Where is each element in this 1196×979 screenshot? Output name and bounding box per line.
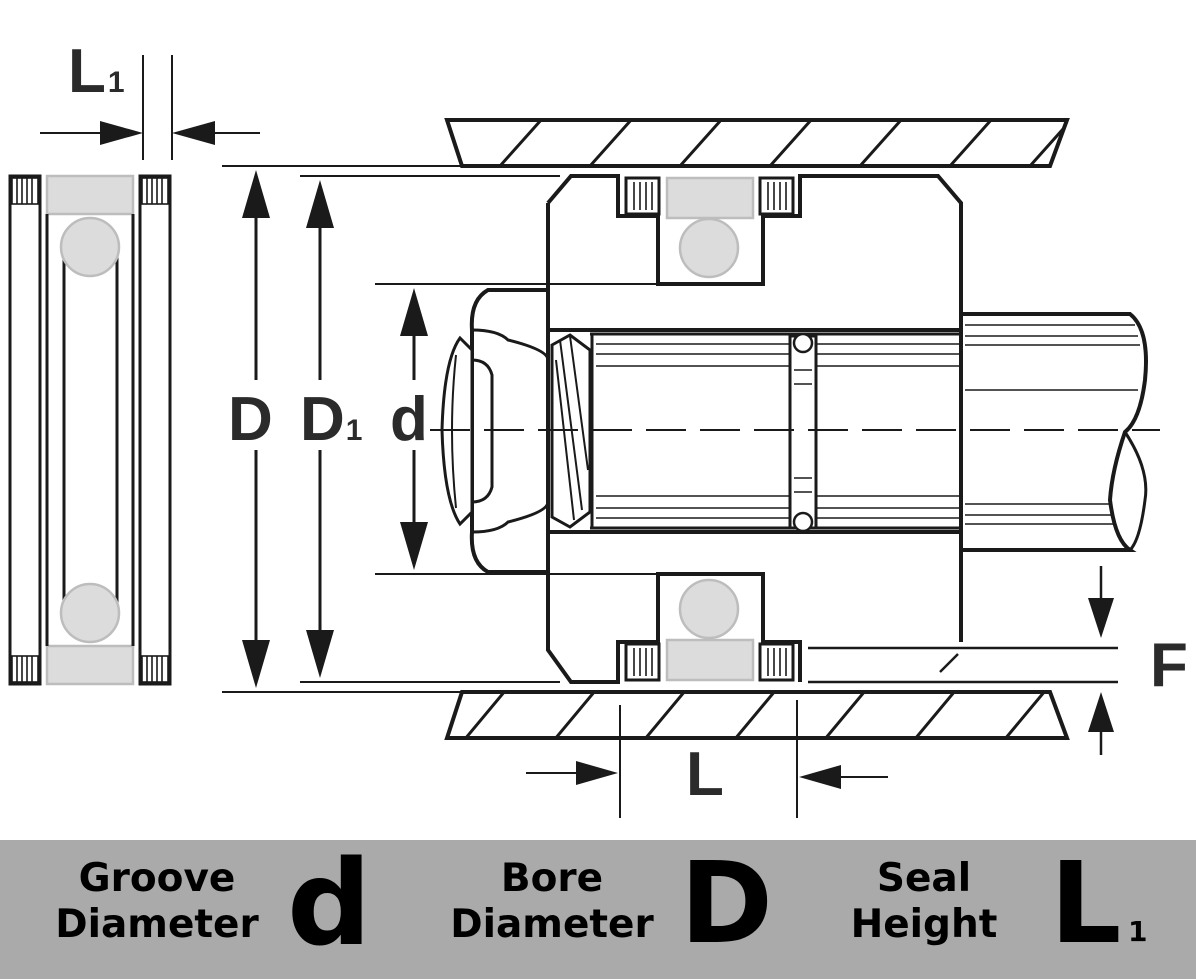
label-D: D: [228, 385, 273, 454]
label-d: d: [390, 385, 428, 454]
dimension-D: [242, 170, 270, 688]
piston-seals: [624, 176, 795, 682]
seal-bottom-lip: [45, 644, 135, 686]
label-L: L: [686, 740, 724, 809]
legend-seal-line1: Seal: [876, 856, 972, 901]
dimension-L1: [40, 55, 260, 160]
legend-bore-line2: Diameter: [450, 902, 654, 947]
legend-bore-line1: Bore: [500, 856, 604, 901]
dimension-d: [400, 288, 428, 570]
washer-caps: [11, 177, 169, 683]
label-F: F: [1150, 631, 1188, 700]
legend-seal-symbol-sub: 1: [1128, 915, 1148, 948]
legend-seal-words: Seal Height: [826, 856, 1022, 948]
legend-seal-symbol: L: [1050, 839, 1122, 969]
seal-diagram: L1: [8, 37, 1188, 818]
dimension-L: [526, 700, 888, 818]
left-washer: [8, 174, 42, 686]
seal-oring-bottom: [59, 582, 121, 644]
bore-wall-bottom: [444, 690, 1070, 740]
seal-oring-top: [59, 216, 121, 278]
seal-top-lip: [45, 174, 135, 216]
piston: [546, 174, 963, 684]
dimension-D1: [306, 180, 334, 678]
seal-side-view: [8, 174, 172, 686]
dimension-F: [808, 566, 1118, 755]
label-D1: D1: [300, 385, 362, 454]
threaded-section: [550, 332, 961, 533]
legend-groove-symbol: d: [287, 834, 372, 972]
piston-rod: [959, 312, 1148, 552]
bore-wall-top: [444, 118, 1070, 168]
legend-groove-words: Groove Diameter: [34, 856, 280, 948]
legend-seal-line2: Height: [850, 902, 998, 947]
legend-bore-words: Bore Diameter: [432, 856, 672, 948]
legend-bore-symbol: D: [680, 839, 773, 969]
legend-bar: Groove Diameter d Bore Diameter D Seal H…: [0, 840, 1196, 979]
label-L1: L1: [68, 37, 125, 106]
legend-groove-line2: Diameter: [55, 902, 259, 947]
right-washer: [138, 174, 172, 686]
legend-groove-line1: Groove: [78, 856, 236, 901]
dimension-extension-lines: [222, 165, 660, 693]
